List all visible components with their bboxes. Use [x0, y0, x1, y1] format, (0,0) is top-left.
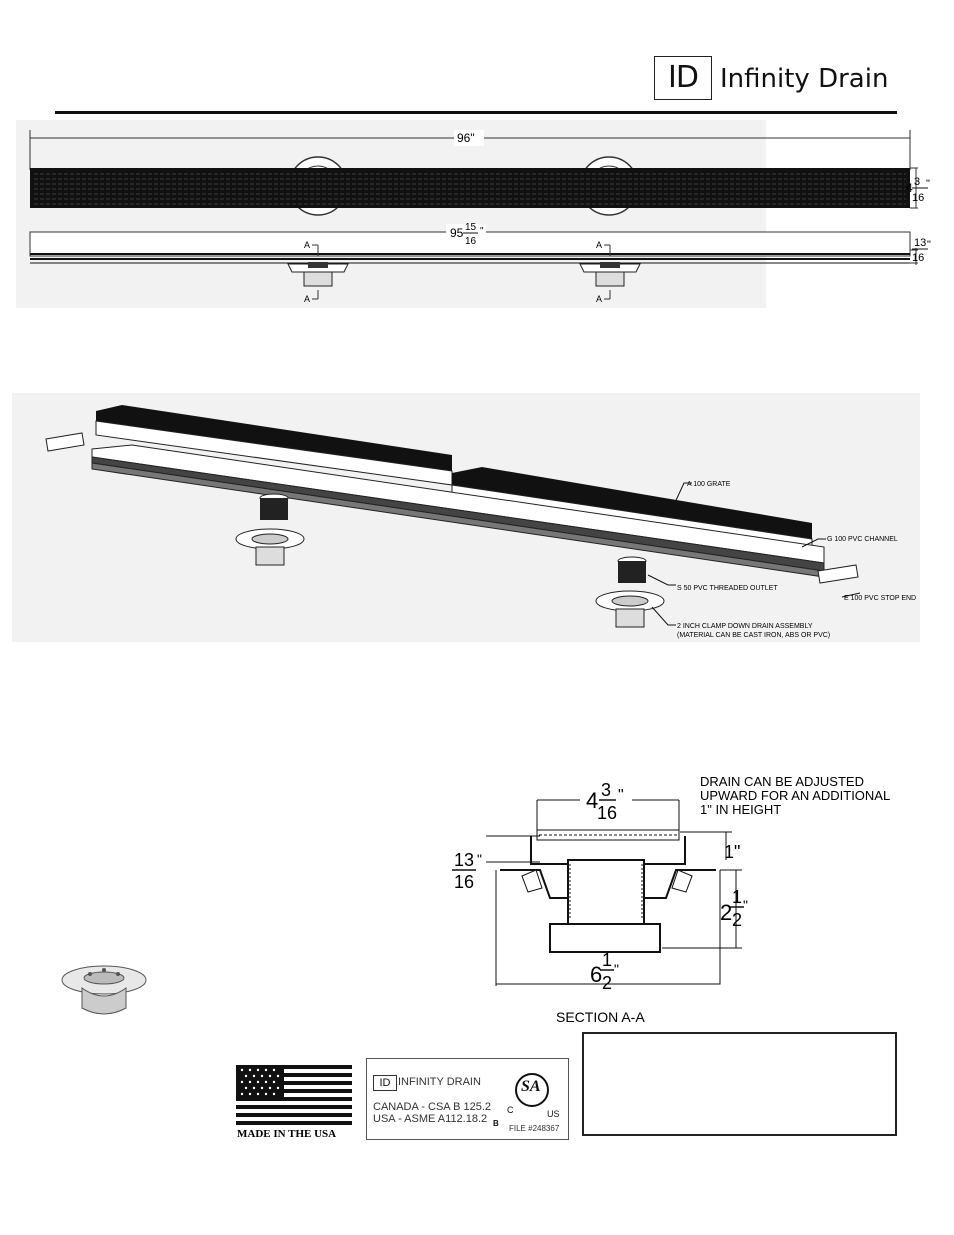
threaded-outlet-left	[259, 493, 289, 520]
section-base-unit: "	[614, 961, 619, 977]
section-dim-2-unit: "	[743, 897, 748, 913]
svg-text:A: A	[304, 240, 310, 250]
grate-label: A 100 GRATE	[687, 481, 731, 488]
svg-text:A: A	[304, 294, 310, 304]
clamp-label-line-1: 2 INCH CLAMP DOWN DRAIN ASSEMBLY	[677, 623, 813, 630]
section-top-width-unit: "	[618, 787, 624, 804]
section-title: SECTION A-A	[556, 1009, 645, 1025]
side-length-numerator: 15	[465, 222, 477, 233]
stop-end-label: E 100 PVC STOP END	[844, 595, 916, 602]
csa-logo: SA	[515, 1073, 549, 1107]
width-whole: 4	[906, 181, 913, 195]
cert-usa: USA - ASME A112.18.2	[373, 1113, 488, 1125]
header-rule	[55, 111, 897, 114]
clamp-drain-left	[235, 528, 305, 566]
csa-us: US	[547, 1109, 560, 1119]
section-drain-body	[549, 923, 661, 953]
section-markers: A A A A	[304, 240, 602, 304]
section-dim-2-denominator: 2	[732, 910, 742, 930]
certification-badge: ID INFINITY DRAIN CANADA - CSA B 125.2 U…	[366, 1058, 569, 1140]
made-in-usa-flag: MADE IN THE USA	[236, 1065, 352, 1140]
side-length-unit: "	[480, 226, 484, 237]
section-grate	[536, 829, 680, 841]
section-top-width-denominator: 16	[597, 803, 617, 823]
side-height-denominator: 16	[912, 252, 924, 264]
clamp-drain-photo	[61, 965, 147, 1015]
section-dim-1: 1"	[724, 842, 740, 862]
drain-body-right	[579, 262, 641, 287]
cert-class-mark: B	[493, 1119, 499, 1128]
brand-logo-mark: ID	[654, 56, 712, 100]
side-length-denominator: 16	[465, 236, 477, 247]
spec-notes-box	[582, 1032, 897, 1136]
top-side-view-drawing: 96" 4 3 16 " 95 15 16 " 13 16 " A A A A	[16, 120, 931, 308]
section-threaded-outlet	[567, 859, 645, 925]
section-base-denominator: 2	[602, 973, 612, 993]
adjust-note-line-3: 1" IN HEIGHT	[700, 802, 781, 817]
width-numerator: 3	[914, 176, 920, 188]
section-dim-2-numerator: 1	[732, 887, 742, 907]
side-length-whole: 95	[450, 226, 464, 240]
grate-slot-pattern	[34, 173, 906, 205]
overall-length-label: 96"	[457, 131, 475, 145]
svg-text:A: A	[596, 294, 602, 304]
stop-end-left	[45, 432, 85, 452]
csa-file-number: FILE #248367	[509, 1124, 560, 1133]
section-left-height-denominator: 16	[454, 872, 474, 892]
channel-label: G 100 PVC CHANNEL	[827, 536, 898, 543]
csa-c: C	[507, 1105, 514, 1115]
grate-right-piece	[452, 467, 812, 539]
outlet-label: S 50 PVC THREADED OUTLET	[677, 585, 778, 592]
section-base-whole: 6	[590, 962, 602, 987]
adjust-note-line-2: UPWARD FOR AN ADDITIONAL	[700, 788, 890, 803]
clamp-label-line-2: (MATERIAL CAN BE CAST IRON, ABS OR PVC)	[677, 632, 830, 639]
grate-left-piece	[96, 405, 452, 471]
side-height-numerator: 13	[914, 237, 926, 249]
pvc-channel	[91, 444, 825, 564]
side-height-unit: "	[927, 239, 931, 251]
brand-name: Infinity Drain	[720, 64, 889, 94]
cert-brand-mark: ID	[373, 1075, 397, 1091]
drain-body-left	[287, 262, 349, 287]
cert-brand-name: INFINITY DRAIN	[398, 1076, 481, 1088]
svg-text:A: A	[596, 240, 602, 250]
section-top-width-whole: 4	[586, 788, 598, 813]
cert-canada: CANADA - CSA B 125.2	[373, 1101, 491, 1113]
adjust-note-line-1: DRAIN CAN BE ADJUSTED	[700, 774, 864, 789]
grate-plan-view	[30, 168, 910, 208]
clamp-drain-right	[595, 590, 665, 628]
width-unit: "	[926, 178, 930, 190]
section-base-numerator: 1	[602, 950, 612, 970]
threaded-outlet-right	[617, 556, 647, 583]
section-drawing: DRAIN CAN BE ADJUSTED UPWARD FOR AN ADDI…	[452, 774, 890, 1025]
made-in-usa-label: MADE IN THE USA	[237, 1128, 336, 1140]
section-top-width-numerator: 3	[601, 780, 611, 800]
drawing-panel	[16, 120, 766, 308]
exploded-view-drawing: A 100 GRATE G 100 PVC CHANNEL S 50 PVC T…	[12, 393, 920, 642]
section-left-height-numerator: 13	[454, 850, 474, 870]
section-left-height-unit: "	[477, 851, 482, 867]
width-denominator: 16	[912, 192, 924, 204]
stop-end-right	[817, 564, 859, 584]
section-dim-2-whole: 2	[720, 900, 732, 925]
flag-canton	[236, 1065, 284, 1097]
flag-stripes	[236, 1065, 352, 1125]
